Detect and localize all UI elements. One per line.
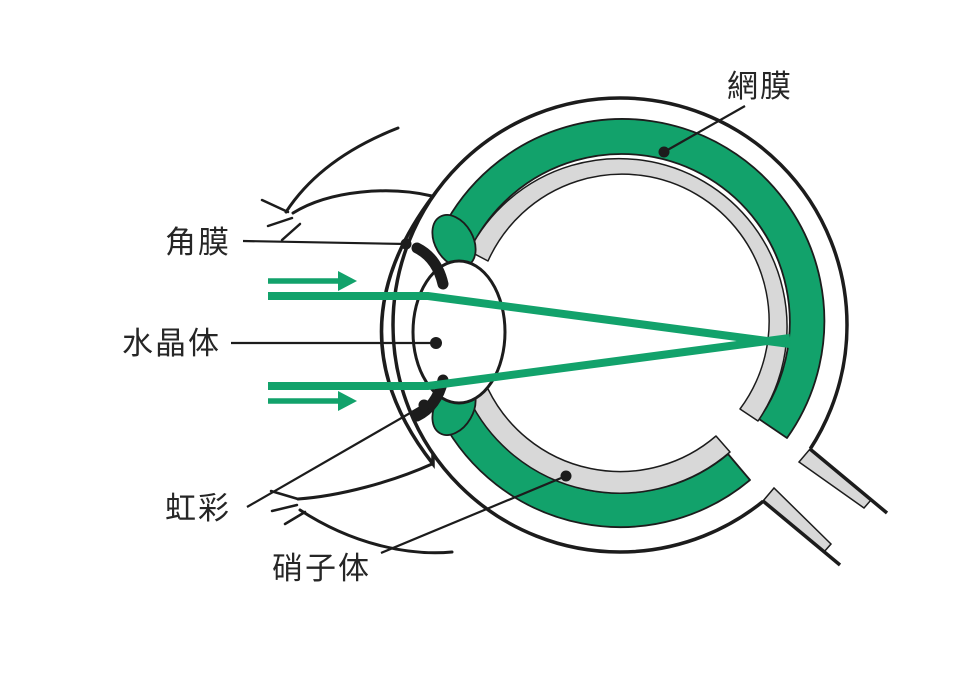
upper-eyelid-line-2 [291, 189, 434, 215]
retina-pointer-dot [658, 146, 670, 158]
upper-eyelash-1 [260, 198, 290, 214]
vitreous-label: 硝子体 [272, 551, 371, 587]
iris-label: 虹彩 [165, 491, 231, 527]
lens-label: 水晶体 [122, 326, 221, 362]
retina-leader-line [663, 105, 746, 153]
iris-leader-line [246, 404, 425, 508]
retina-label: 網膜 [727, 69, 793, 105]
optic-nerve-wall-upper [808, 447, 889, 515]
lower-eyelash-3 [283, 510, 307, 526]
upper-eyelash-2 [266, 216, 294, 228]
lens-pointer-dot [430, 337, 442, 349]
lower-eyelash-2 [270, 503, 299, 513]
choroid-band-upper [468, 157, 788, 422]
lower-eyelash-1 [269, 489, 300, 501]
cornea-pointer-dot [400, 238, 412, 250]
retina-band-upper [441, 118, 826, 439]
cornea-label: 角膜 [165, 225, 231, 261]
optic-nerve-opening [749, 437, 887, 565]
lower-eyelid-line-2 [298, 508, 454, 555]
light-ray-upper [268, 292, 791, 348]
upper-eyelid-line-1 [284, 126, 400, 214]
vitreous-pointer-dot [560, 470, 572, 482]
light-arrow-upper-head [338, 271, 357, 291]
vitreous-leader-line [380, 474, 567, 555]
upper-eyelash-3 [280, 222, 302, 242]
iris-top [411, 242, 449, 290]
cornea-leader-line [242, 239, 407, 246]
optic-nerve-wall-lower [761, 499, 842, 567]
light-ray-lower [268, 334, 791, 390]
light-arrow-lower-head [338, 391, 357, 411]
lower-eyelid-line-1 [296, 462, 434, 501]
iris-pointer-dot [418, 399, 430, 411]
